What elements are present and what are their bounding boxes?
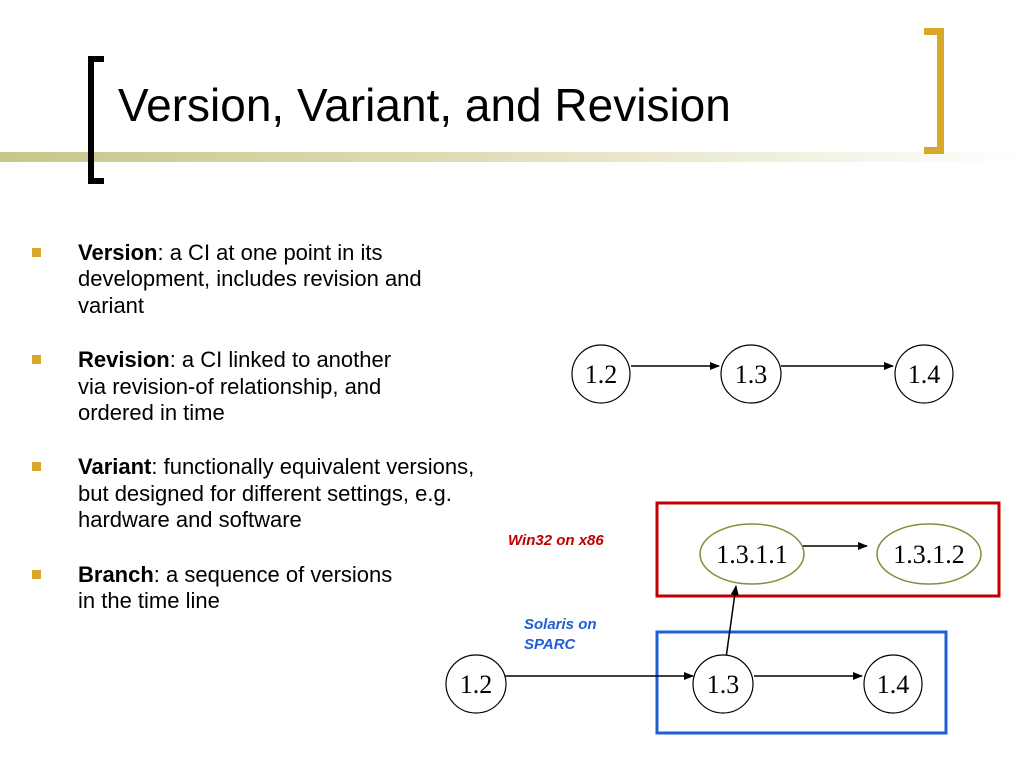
bullet-term: Branch bbox=[78, 561, 154, 587]
version-node-label: 1.2 bbox=[585, 360, 618, 389]
version-node: 1.3.1.2 bbox=[876, 523, 982, 585]
bullet-text: : functionally equivalent versions, but … bbox=[78, 454, 475, 533]
bullet-term: Version bbox=[78, 240, 158, 265]
title-underline-band bbox=[0, 152, 1024, 162]
version-node-label: 1.3.1.1 bbox=[716, 540, 788, 569]
bullet-version: Version: a CI at one point in its develo… bbox=[30, 240, 490, 319]
variant-box-solaris bbox=[655, 630, 948, 735]
bullet-term: Revision bbox=[78, 347, 170, 373]
bullet-revision: Revision: a CI linked to another via rev… bbox=[30, 347, 408, 426]
bullet-text: : a sequence of versions in the time lin… bbox=[78, 561, 393, 613]
bullet-text: : a CI at one point in its development, … bbox=[78, 240, 422, 318]
branch-arrow bbox=[725, 585, 739, 659]
variant-label-solaris-line: Solaris on bbox=[524, 616, 597, 633]
version-node-label: 1.2 bbox=[460, 670, 493, 699]
bottom-chain: 1.2 1.3 1.4 bbox=[445, 654, 923, 714]
version-node-label: 1.3.1.2 bbox=[893, 540, 965, 569]
bullet-term: Variant bbox=[78, 454, 152, 480]
variant-label-win32: Win32 on x86 bbox=[508, 532, 604, 549]
top-chain: 1.2 1.3 1.4 bbox=[571, 344, 954, 404]
version-node-label: 1.4 bbox=[877, 670, 910, 699]
version-node: 1.3 bbox=[720, 344, 782, 404]
version-node-label: 1.4 bbox=[908, 360, 941, 389]
bullet-variant: Variant: functionally equivalent version… bbox=[30, 454, 478, 533]
version-node: 1.2 bbox=[571, 344, 631, 404]
bullet-list: Version: a CI at one point in its develo… bbox=[30, 240, 490, 642]
version-node: 1.2 bbox=[445, 654, 507, 714]
bullet-branch: Branch: a sequence of versions in the ti… bbox=[30, 562, 398, 615]
bullet-text: : a CI linked to another via revision-of… bbox=[78, 347, 392, 425]
version-node-label: 1.3 bbox=[707, 670, 740, 699]
slide-title: Version, Variant, and Revision bbox=[118, 79, 731, 131]
version-node: 1.4 bbox=[894, 344, 954, 404]
square-bullet-icon bbox=[32, 355, 41, 365]
version-node: 1.3 bbox=[692, 654, 754, 714]
variant-label-solaris-line: SPARC bbox=[524, 636, 576, 654]
win32-chain: 1.3.1.1 1.3.1.2 bbox=[699, 523, 982, 585]
square-bullet-icon bbox=[32, 248, 41, 257]
version-node-label: 1.3 bbox=[735, 360, 768, 389]
version-node: 1.3.1.1 bbox=[699, 523, 805, 585]
variant-label-solaris: Solaris on SPARC bbox=[524, 615, 597, 656]
version-node: 1.4 bbox=[863, 654, 923, 714]
title-left-bracket bbox=[88, 56, 104, 184]
square-bullet-icon bbox=[32, 462, 41, 472]
variant-box-win32 bbox=[655, 501, 1001, 598]
title-right-bracket bbox=[924, 28, 944, 154]
square-bullet-icon bbox=[32, 569, 41, 579]
